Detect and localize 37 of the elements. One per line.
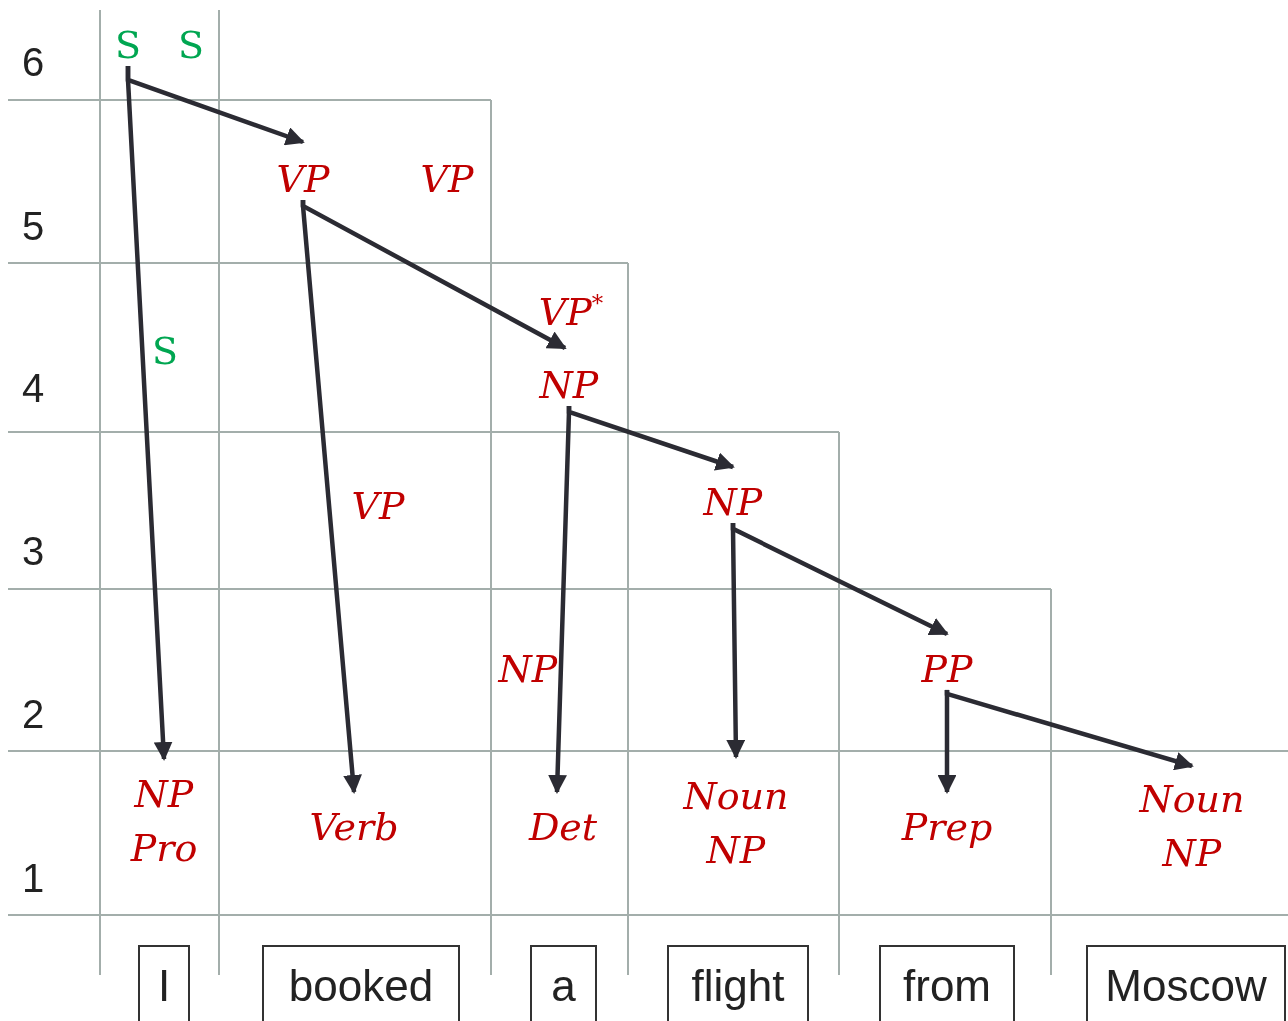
category-label: NP — [539, 366, 599, 406]
category-label: VP — [420, 160, 474, 200]
arrow — [125, 65, 173, 761]
word-box: Moscow — [1086, 945, 1286, 1021]
row-number: 2 — [22, 691, 45, 737]
row-number: 3 — [22, 528, 45, 574]
category-label: S — [178, 26, 204, 66]
row-number: 5 — [22, 203, 45, 249]
category-label: Noun — [1139, 780, 1245, 820]
word-box: flight — [667, 945, 809, 1021]
category-label: Pro — [130, 828, 198, 869]
category-label: Prep — [901, 808, 993, 848]
word-box: booked — [262, 945, 460, 1021]
category-label: S — [152, 332, 178, 372]
word-box: a — [530, 945, 597, 1021]
category-label: VP — [276, 160, 330, 200]
category-label: Noun — [683, 777, 789, 817]
row-number: 6 — [22, 39, 45, 85]
category-label: NP — [703, 483, 763, 523]
category-label: S — [115, 26, 141, 66]
row-number: 1 — [22, 855, 45, 901]
category-label: VP — [351, 487, 405, 527]
category-label: NP — [706, 830, 766, 871]
arrow — [566, 405, 735, 471]
category-label: NP — [134, 775, 194, 815]
category-label: NP — [1162, 833, 1222, 874]
category-label: VP$^{*}$ — [538, 292, 604, 333]
arrow — [300, 199, 362, 794]
row-number: 4 — [22, 365, 45, 411]
category-label: Verb — [309, 808, 399, 848]
category-label: PP — [921, 650, 973, 690]
word-box: I — [138, 945, 190, 1021]
category-label: Det — [528, 808, 598, 848]
arrow — [730, 522, 949, 637]
category-label: NP — [498, 650, 558, 690]
arrow — [944, 689, 1194, 771]
word-box: from — [879, 945, 1015, 1021]
